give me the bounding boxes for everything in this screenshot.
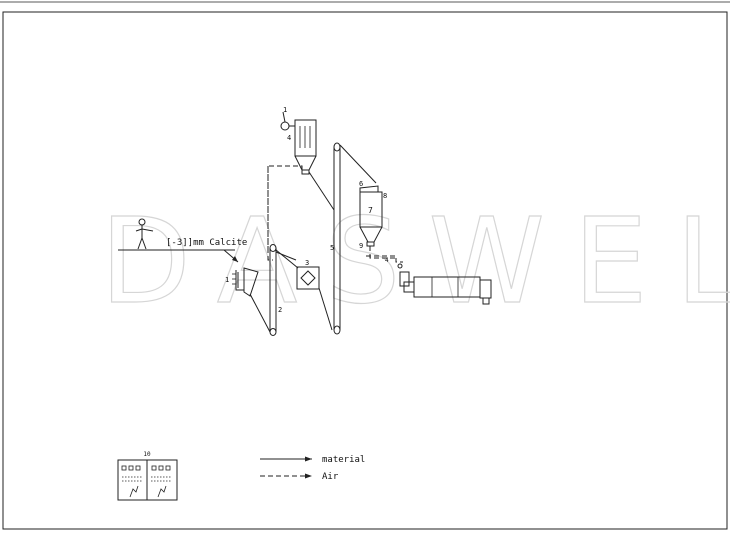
- cabinet-label: 10: [143, 451, 151, 458]
- silo-discharge-line-2: [366, 255, 403, 263]
- legend-material-label: material: [322, 455, 365, 465]
- silo-discharge-line: [369, 246, 398, 259]
- label-1: 1: [225, 276, 229, 284]
- dust-collector: [294, 119, 317, 175]
- label-9: 9: [359, 242, 363, 250]
- valve: [397, 263, 403, 269]
- legend-material-arrow: [305, 456, 312, 462]
- label-8: 8: [383, 192, 387, 200]
- label-5: 5: [330, 244, 334, 252]
- elevator-to-silo-line: [339, 144, 377, 184]
- control-cabinet: [117, 459, 178, 501]
- label-conveyor: 4: [385, 257, 389, 264]
- label-3: 3: [305, 259, 309, 267]
- legend: [260, 456, 312, 479]
- label-fan: 1: [283, 106, 287, 114]
- watermark: DASWELL: [100, 192, 730, 330]
- label-2: 2: [278, 306, 282, 314]
- label-7: 7: [368, 206, 373, 215]
- material-flow-to-mill-2: [275, 251, 297, 261]
- legend-air-label: Air: [322, 472, 339, 482]
- mill-to-elevator-line: [318, 287, 333, 331]
- bucket-elevator: [249, 244, 277, 336]
- hopper: [232, 267, 259, 297]
- rotary-drum: [399, 271, 492, 305]
- feed-arrowhead: [232, 256, 238, 262]
- main-elevator: [333, 142, 341, 335]
- label-6: 6: [359, 180, 363, 188]
- exhaust-fan: [280, 111, 295, 131]
- feed-label: [-3]]mm Calcite: [166, 238, 247, 248]
- legend-air-arrow: [305, 473, 312, 479]
- drawing-frame: [2, 11, 728, 530]
- label-4: 4: [287, 134, 291, 142]
- worker-figure: [135, 218, 154, 250]
- air-loop: [267, 165, 303, 261]
- grinding-mill: [296, 266, 320, 290]
- collector-to-elevator-line: [308, 171, 335, 211]
